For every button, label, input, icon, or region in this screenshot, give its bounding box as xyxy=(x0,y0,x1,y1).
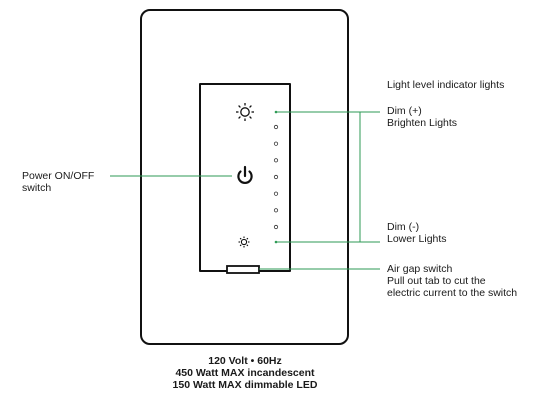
label-air-gap-line2: Pull out tab to cut the xyxy=(387,275,486,287)
leader-lines xyxy=(110,110,380,270)
label-power: Power ON/OFF switch xyxy=(22,170,94,194)
switch-paddle xyxy=(199,83,291,272)
indicator-light xyxy=(273,191,279,196)
indicator-lights xyxy=(273,124,279,230)
indicator-light xyxy=(273,141,279,146)
power-icon[interactable] xyxy=(237,165,253,184)
label-indicator-lights: Light level indicator lights xyxy=(387,79,505,91)
leader-dot-dim-plus xyxy=(274,110,278,114)
label-dim-plus-title: Dim (+) xyxy=(387,105,422,117)
indicator-light xyxy=(273,208,279,213)
label-dim-minus: Dim (-) Lower Lights xyxy=(387,221,447,245)
label-air-gap-line3: electric current to the switch xyxy=(387,287,518,299)
indicator-light xyxy=(273,158,279,163)
indicator-light xyxy=(273,124,279,130)
label-air-gap-title: Air gap switch xyxy=(387,263,453,275)
leader-dot-dim-minus xyxy=(274,240,278,244)
label-dim-minus-title: Dim (-) xyxy=(387,221,420,233)
indicator-light xyxy=(273,224,279,230)
sun-large-icon xyxy=(236,103,254,121)
label-dim-plus: Dim (+) Brighten Lights xyxy=(387,105,457,129)
air-gap-tab[interactable] xyxy=(226,265,260,274)
label-air-gap: Air gap switch Pull out tab to cut the e… xyxy=(387,263,517,299)
label-power-title: Power ON/OFF xyxy=(22,170,95,182)
sun-small-icon xyxy=(238,236,250,248)
spec-led: 150 Watt MAX dimmable LED xyxy=(172,379,318,391)
indicator-light xyxy=(273,174,279,180)
label-power-sub: switch xyxy=(22,182,52,194)
spec-incandescent: 450 Watt MAX incandescent xyxy=(175,367,315,379)
label-dim-minus-sub: Lower Lights xyxy=(387,233,447,245)
spec-voltage: 120 Volt • 60Hz xyxy=(208,355,282,367)
label-dim-plus-sub: Brighten Lights xyxy=(387,117,458,129)
